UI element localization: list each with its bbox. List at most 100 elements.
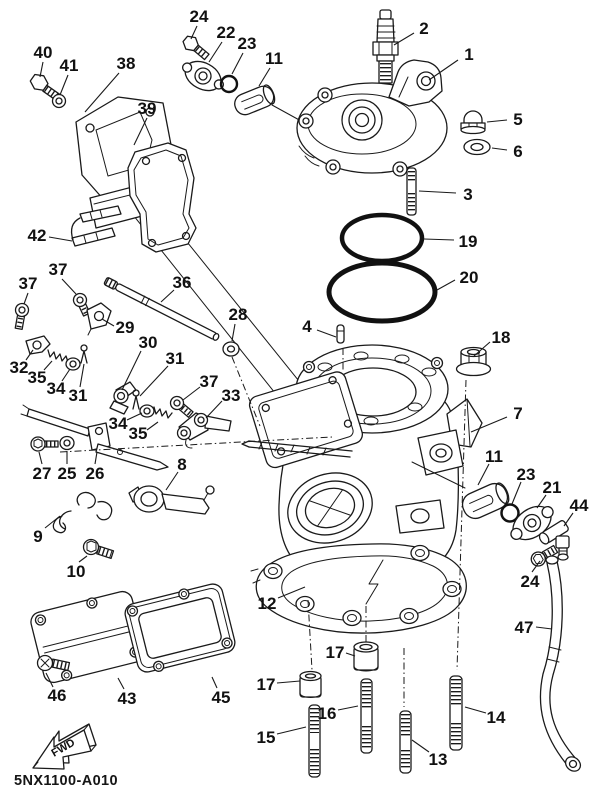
part-actuator-rod-installed: [241, 440, 353, 458]
callout-20: 20: [460, 268, 479, 287]
callout-42: 42: [28, 226, 47, 245]
callout-leader-37: [23, 292, 29, 305]
part-flange-nut-18: [455, 346, 492, 377]
part-spark-plug: [372, 9, 399, 90]
part-stud-16: [360, 678, 373, 754]
callout-leader-43: [117, 677, 125, 690]
callout-leader-21: [536, 494, 547, 509]
callout-2: 2: [419, 19, 428, 38]
callout-leader-29: [101, 318, 115, 327]
callout-leader-34: [126, 412, 143, 421]
callout-43: 43: [118, 689, 137, 708]
callout-24: 24: [190, 7, 209, 26]
callout-30: 30: [139, 333, 158, 352]
part-screw-37b: [14, 302, 30, 330]
callout-leader-20: [436, 279, 456, 291]
callout-33: 33: [222, 386, 241, 405]
callout-leader-9: [44, 515, 61, 529]
callout-leader-24: [531, 560, 541, 573]
callout-leader-45: [211, 676, 218, 689]
part-stud-13: [399, 710, 412, 774]
part-base-gasket-12: [250, 543, 467, 634]
part-washer-34a: [65, 357, 81, 371]
callout-37: 37: [200, 372, 219, 391]
callout-leader-46: [45, 672, 54, 688]
callout-3: 3: [463, 185, 472, 204]
callout-13: 13: [429, 750, 448, 769]
callout-leader-35: [43, 360, 53, 371]
callout-35: 35: [28, 368, 47, 387]
part-collar-17a: [353, 641, 379, 672]
part-washer-34b: [139, 404, 155, 418]
part-o-ring-23-top: [219, 74, 239, 94]
callout-leader-34: [61, 368, 71, 382]
callout-leader-35: [146, 421, 159, 431]
part-bolt-10: [82, 538, 115, 560]
callout-leader-11: [258, 67, 271, 87]
callout-45: 45: [212, 688, 231, 707]
callout-leader-31: [79, 363, 85, 388]
callout-44: 44: [570, 496, 589, 515]
part-dowel-11-top: [234, 84, 276, 116]
part-cotter-pin-31a: [132, 389, 140, 410]
callout-17: 17: [257, 675, 276, 694]
callout-leader-5: [486, 119, 508, 123]
callout-leader-38: [84, 72, 120, 113]
centerlines: [59, 348, 467, 707]
callout-leader-32: [25, 349, 34, 361]
diagram-part-code: 5NX1100-A010: [14, 773, 118, 789]
callout-47: 47: [515, 618, 534, 637]
part-bolt-27: [30, 436, 59, 452]
callout-leader-2: [393, 32, 415, 46]
callout-leader-18: [473, 341, 491, 357]
callout-leader-10: [78, 555, 88, 563]
callout-23: 23: [517, 465, 536, 484]
part-joint-21: [510, 505, 554, 541]
callout-26: 26: [86, 464, 105, 483]
part-stay-9: [52, 491, 113, 534]
callout-leader-24: [190, 25, 198, 40]
callout-46: 46: [48, 686, 67, 705]
callout-5: 5: [513, 110, 522, 129]
part-washer-25: [59, 435, 75, 451]
callout-7: 7: [513, 404, 522, 423]
part-cap-nut-5: [460, 110, 486, 135]
callout-leader-23: [511, 481, 522, 505]
callout-23: 23: [238, 34, 257, 53]
part-spring-35a: [47, 349, 69, 363]
callout-34: 34: [47, 379, 66, 398]
callout-leader-6: [491, 147, 508, 151]
part-collar-17b: [299, 670, 322, 698]
part-dowel-11-bottom: [461, 482, 510, 520]
callout-leader-3: [418, 190, 457, 194]
callout-1: 1: [464, 45, 473, 64]
part-cover-plate-43: [30, 590, 146, 684]
part-gasket-39: [127, 142, 197, 253]
callout-16: 16: [318, 704, 337, 723]
callout-31: 31: [69, 386, 88, 405]
callout-19: 19: [459, 232, 478, 251]
callout-25: 25: [58, 464, 77, 483]
callout-38: 38: [117, 54, 136, 73]
part-spring-35b: [153, 406, 173, 419]
part-hose-47: [539, 555, 582, 772]
callout-leader-1: [428, 59, 459, 81]
callout-11: 11: [265, 49, 283, 68]
callout-4: 4: [302, 317, 312, 336]
callout-29: 29: [116, 318, 135, 337]
callout-leader-19: [423, 238, 455, 241]
callout-17: 17: [326, 643, 345, 662]
callout-leader-27: [38, 451, 43, 465]
callout-leader-12: [277, 586, 306, 599]
part-fitting-22: [181, 60, 225, 92]
callout-leader-40: [39, 61, 44, 78]
part-bolt-24-bottom: [530, 544, 559, 567]
callout-leader-7: [470, 416, 508, 433]
callout-41: 41: [60, 56, 79, 75]
part-o-ring-19: [339, 212, 425, 264]
callout-8: 8: [177, 455, 186, 474]
callout-34: 34: [109, 414, 128, 433]
